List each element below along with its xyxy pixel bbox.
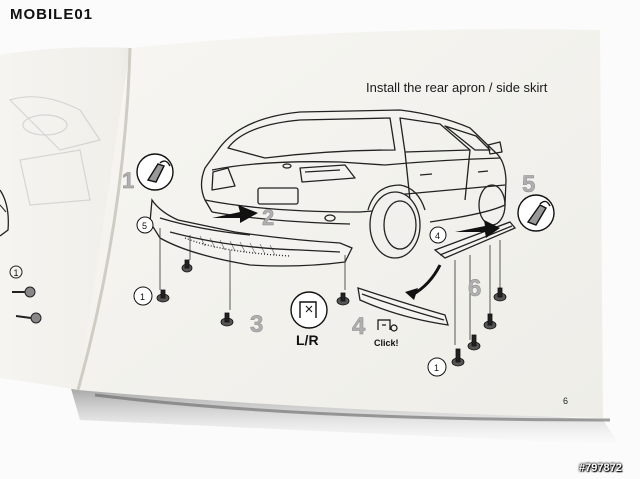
- fasteners: [156, 259, 507, 367]
- svg-text:4: 4: [435, 231, 440, 241]
- page-title: Install the rear apron / side skirt: [366, 80, 548, 95]
- clip-icon: [290, 291, 328, 329]
- car-illustration: [200, 109, 507, 259]
- svg-text:1: 1: [14, 268, 19, 278]
- screw-8: [493, 287, 507, 302]
- side-label: L/R: [296, 332, 319, 348]
- callout-circles: [133, 216, 447, 377]
- left-page-fragments: 1: [0, 189, 42, 324]
- screw-4: [336, 292, 350, 306]
- svg-text:1: 1: [140, 292, 145, 302]
- tool-icon-step-1: [136, 153, 174, 191]
- watermark-text: MOBILE01: [10, 6, 94, 23]
- click-clip-icon: [377, 319, 398, 332]
- screw-7: [483, 313, 497, 330]
- step-number-4: 4: [352, 313, 366, 340]
- leader-lines: [159, 228, 501, 345]
- step-number-6: 6: [468, 275, 481, 302]
- step-number-2: 2: [262, 205, 274, 230]
- screw-6: [467, 334, 481, 351]
- svg-text:5: 5: [142, 221, 147, 231]
- callout-numbers: 1 5 4 1: [140, 221, 440, 373]
- svg-text:1: 1: [434, 363, 439, 373]
- install-arrow: [212, 205, 258, 223]
- tool-icon-step-5: [517, 194, 555, 232]
- screw-1: [156, 289, 170, 303]
- image-id-label: #797872: [579, 462, 622, 474]
- left-page: [0, 47, 140, 391]
- step-numbers: 1 2 3 4 5 6: [122, 168, 536, 341]
- screw-2: [181, 259, 193, 273]
- spine-fold: [76, 47, 132, 391]
- step-number-3: 3: [250, 311, 263, 338]
- page-number: 6: [563, 396, 569, 406]
- step-number-1: 1: [122, 168, 134, 193]
- click-label: Click!: [374, 338, 399, 348]
- side-skirt-arrow: [455, 220, 500, 238]
- screw-3: [220, 312, 234, 327]
- left-page-bleed-through: [8, 96, 101, 206]
- screw-5: [451, 348, 465, 367]
- step-number-5: 5: [522, 171, 535, 198]
